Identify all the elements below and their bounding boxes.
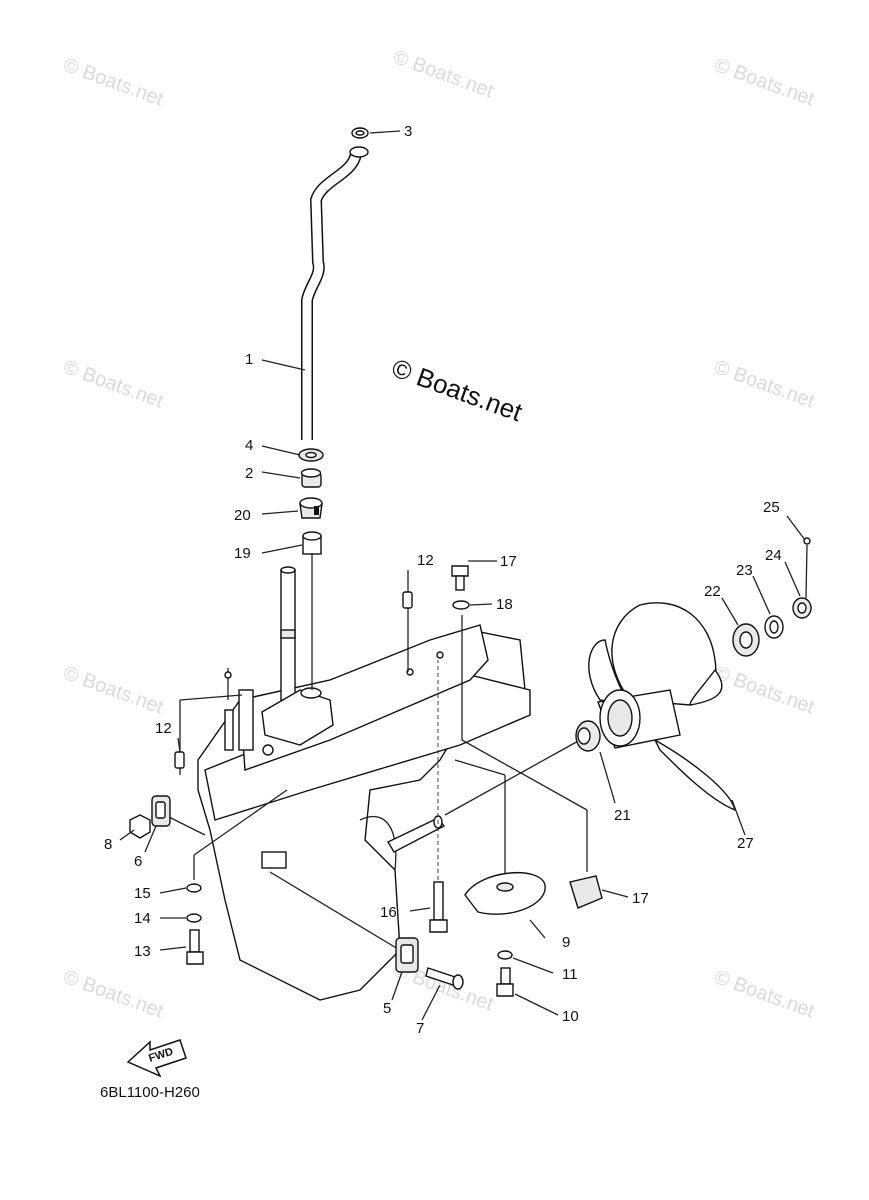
callout-27: 27 bbox=[737, 835, 754, 852]
callout-12-lower: 12 bbox=[155, 720, 172, 737]
washer-15 bbox=[186, 883, 202, 893]
water-tube bbox=[301, 146, 369, 440]
fwd-arrow: FWD bbox=[126, 1039, 187, 1078]
grommet-2 bbox=[300, 468, 322, 488]
callout-24: 23 bbox=[736, 562, 753, 579]
bolt-10 bbox=[496, 967, 514, 997]
callout-6: 6 bbox=[134, 853, 142, 870]
callout-20: 19 bbox=[234, 545, 251, 562]
dowel-12 bbox=[174, 751, 185, 769]
watermark-center: © Boats.net bbox=[388, 352, 527, 427]
washer-24 bbox=[764, 615, 784, 639]
cotter-pin-26 bbox=[803, 537, 811, 599]
mount-5 bbox=[395, 937, 419, 973]
callout-12-upper: 12 bbox=[417, 552, 434, 569]
watermark: © Boats.net bbox=[711, 662, 817, 719]
watermarks: © Boats.net © Boats.net © Boats.net © Bo… bbox=[60, 46, 817, 1023]
lower-casing bbox=[197, 566, 531, 1001]
callout-21: 20 bbox=[234, 507, 251, 524]
callout-17: 17 bbox=[632, 890, 649, 907]
watermark: © Boats.net bbox=[60, 54, 166, 111]
callout-1: 1 bbox=[245, 351, 253, 368]
leader-lines bbox=[164, 553, 588, 956]
diagram-code: 6BL1100-H260 bbox=[100, 1084, 200, 1101]
watermark: © Boats.net bbox=[60, 662, 166, 719]
bolt-16 bbox=[429, 881, 448, 933]
callout-lines bbox=[119, 130, 806, 1021]
callout-13: 13 bbox=[134, 943, 151, 960]
washer-11 bbox=[497, 950, 513, 960]
trim-tab-9 bbox=[464, 872, 546, 915]
mount-6 bbox=[151, 795, 171, 827]
bolt-7 bbox=[425, 967, 464, 990]
watermark: © Boats.net bbox=[60, 356, 166, 413]
callout-11: 11 bbox=[562, 966, 578, 983]
bolt-13 bbox=[186, 929, 204, 965]
seal-4 bbox=[298, 448, 324, 462]
watermark: © Boats.net bbox=[711, 54, 817, 111]
collar-20 bbox=[302, 531, 322, 555]
callout-4: 4 bbox=[245, 437, 253, 454]
anode-17 bbox=[569, 875, 603, 909]
nut-8 bbox=[129, 814, 151, 839]
callout-16: 16 bbox=[380, 904, 397, 921]
callout-26: 25 bbox=[763, 499, 780, 516]
watermark: © Boats.net bbox=[711, 966, 817, 1023]
callout-5: 5 bbox=[383, 1000, 391, 1017]
callout-22: 21 bbox=[614, 807, 631, 824]
nut-25 bbox=[792, 597, 812, 619]
callout-18: 17 bbox=[500, 553, 517, 570]
guide-21 bbox=[299, 497, 323, 519]
callout-8: 8 bbox=[104, 836, 112, 853]
callout-25: 24 bbox=[765, 547, 782, 564]
callout-2: 2 bbox=[245, 465, 253, 482]
dowel-12 bbox=[402, 591, 413, 609]
callout-9: 9 bbox=[562, 934, 570, 951]
callout-10: 10 bbox=[562, 1008, 579, 1025]
spacer-23 bbox=[732, 623, 760, 657]
washer-19 bbox=[452, 600, 470, 610]
bolt-18 bbox=[451, 565, 469, 591]
watermark: © Boats.net bbox=[711, 356, 817, 413]
watermark: © Boats.net bbox=[60, 966, 166, 1023]
washer-14 bbox=[186, 913, 202, 923]
propeller-27 bbox=[588, 602, 737, 812]
watermark: © Boats.net bbox=[390, 46, 496, 103]
callout-23: 22 bbox=[704, 583, 721, 600]
callout-7: 7 bbox=[416, 1020, 424, 1037]
callout-15: 15 bbox=[134, 885, 151, 902]
callout-labels: 3 1 4 2 20 19 12 17 18 12 8 6 15 14 13 1… bbox=[104, 123, 782, 1037]
callout-19: 18 bbox=[496, 596, 513, 613]
callout-14: 14 bbox=[134, 910, 151, 927]
callout-3: 3 bbox=[404, 123, 412, 140]
thrust-washer-22 bbox=[575, 720, 601, 752]
